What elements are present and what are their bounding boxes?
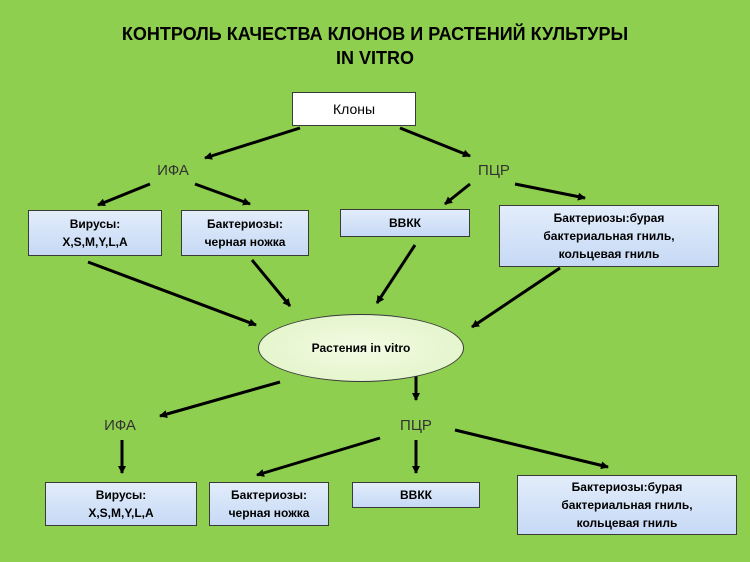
bottom-viruses-line-1: Вирусы: — [95, 488, 147, 502]
arrow-bacteriosis-to-plants — [250, 259, 292, 307]
bottom-pcr-label: ПЦР — [400, 417, 432, 434]
in-vitro-plants-ellipse: Растения in vitro — [258, 314, 464, 382]
bottom-brown-rot-line-1: Бактериозы:бурая — [571, 480, 683, 494]
bottom-ifa-label: ИФА — [104, 417, 136, 434]
bottom-bacteriosis-line-1: Бактериозы: — [231, 488, 307, 502]
bottom-vvkk-box: ВВКК — [352, 482, 480, 508]
arrow-plants-to-ifa — [159, 380, 281, 418]
title-line-1: КОНТРОЛЬ КАЧЕСТВА КЛОНОВ И РАСТЕНИЙ КУЛЬ… — [121, 24, 629, 44]
top-brown-rot-line-3: кольцевая гниль — [558, 247, 660, 261]
top-viruses-line-2: X,S,M,Y,L,A — [62, 235, 128, 249]
bottom-bacteriosis-box: Бактериозы: черная ножка — [209, 482, 329, 526]
bottom-vvkk-label: ВВКК — [400, 488, 432, 502]
in-vitro-plants-label: Растения in vitro — [311, 341, 411, 355]
top-brown-rot-box: Бактериозы:бурая бактериальная гниль, ко… — [499, 205, 719, 267]
arrow-viruses-to-plants — [87, 260, 257, 327]
top-bacteriosis-box: Бактериозы: черная ножка — [181, 210, 309, 256]
top-viruses-line-1: Вирусы: — [69, 217, 121, 231]
arrow-pcr-to-bacteriosis-bottom — [256, 436, 381, 477]
bottom-brown-rot-line-3: кольцевая гниль — [576, 516, 678, 530]
arrow-ifa-to-bacteriosis — [194, 182, 251, 206]
arrow-pcr-to-brown-rot-bottom — [454, 428, 609, 470]
top-bacteriosis-line-1: Бактериозы: — [207, 217, 283, 231]
top-ifa-label: ИФА — [157, 162, 189, 179]
top-brown-rot-line-2: бактериальная гниль, — [543, 229, 675, 243]
bottom-bacteriosis-line-2: черная ножка — [228, 506, 310, 520]
title-line-2: IN VITRO — [335, 48, 414, 68]
arrow-pcr-to-vvkk — [444, 182, 471, 206]
arrow-pcr-to-brown-rot — [514, 182, 586, 201]
bottom-brown-rot-line-2: бактериальная гниль, — [561, 498, 693, 512]
arrow-clones-to-pcr — [399, 126, 471, 158]
arrow-ifa-to-viruses — [97, 182, 151, 207]
bottom-viruses-line-2: X,S,M,Y,L,A — [88, 506, 154, 520]
clones-label: Клоны — [332, 101, 376, 117]
bottom-viruses-box: Вирусы: X,S,M,Y,L,A — [45, 482, 197, 526]
bottom-brown-rot-box: Бактериозы:бурая бактериальная гниль, ко… — [517, 475, 737, 535]
clones-box: Клоны — [292, 92, 416, 126]
top-bacteriosis-line-2: черная ножка — [204, 235, 286, 249]
top-brown-rot-line-1: Бактериозы:бурая — [553, 211, 665, 225]
arrow-clones-to-ifa — [204, 126, 301, 160]
arrow-vvkk-to-plants — [375, 244, 417, 304]
arrow-brown-rot-to-plants — [471, 266, 561, 329]
top-vvkk-box: ВВКК — [340, 209, 470, 237]
diagram-title: КОНТРОЛЬ КАЧЕСТВА КЛОНОВ И РАСТЕНИЙ КУЛЬ… — [0, 22, 750, 70]
top-pcr-label: ПЦР — [478, 162, 510, 179]
top-vvkk-label: ВВКК — [389, 216, 421, 230]
top-viruses-box: Вирусы: X,S,M,Y,L,A — [28, 210, 162, 256]
